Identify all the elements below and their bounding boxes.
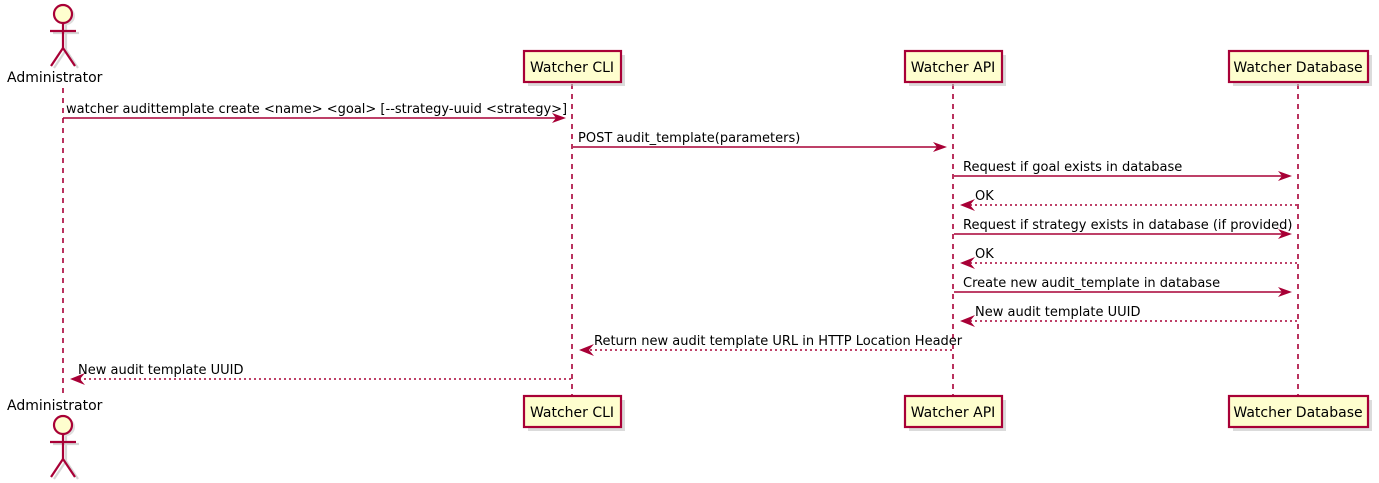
message-6-arrowhead xyxy=(960,257,975,269)
message-6: OK xyxy=(960,247,1297,269)
participant-label-watcher-cli-top: Watcher CLI xyxy=(530,60,614,76)
actor-administrator-top[interactable]: Administrator xyxy=(7,3,103,86)
message-5: Request if strategy exists in database (… xyxy=(954,218,1292,239)
participant-label-watcher-api-bottom: Watcher API xyxy=(911,405,996,421)
message-2-label: POST audit_template(parameters) xyxy=(578,131,800,146)
message-1-arrowhead xyxy=(552,113,566,123)
message-2-arrowhead xyxy=(933,142,947,152)
message-8: New audit template UUID xyxy=(960,305,1297,327)
message-6-label: OK xyxy=(975,247,994,262)
message-8-label: New audit template UUID xyxy=(975,305,1140,320)
participant-box-watcher-api-bottom[interactable] xyxy=(903,394,1004,429)
message-7-arrowhead xyxy=(1278,287,1292,297)
participant-box-watcher-cli-top[interactable] xyxy=(522,49,623,84)
actor-right-leg-line xyxy=(62,47,76,67)
lifelines xyxy=(62,84,1299,396)
actor-label-administrator-top: Administrator xyxy=(7,70,103,86)
message-4-label: OK xyxy=(975,189,994,204)
actor-left-leg-line-bottom xyxy=(50,458,64,478)
message-5-arrowhead xyxy=(1278,229,1292,239)
participant-label-watcher-database-bottom: Watcher Database xyxy=(1233,405,1362,421)
message-1-label: watcher audittemplate create <name> <goa… xyxy=(66,102,567,117)
participant-box-watcher-api-top[interactable] xyxy=(903,49,1004,84)
participant-label-watcher-cli-bottom: Watcher CLI xyxy=(530,405,614,421)
participant-box-watcher-database-top[interactable] xyxy=(1227,49,1370,84)
participant-watcher-cli-bottom[interactable]: Watcher CLI xyxy=(522,394,625,431)
actor-label-administrator-bottom: Administrator xyxy=(7,398,103,414)
message-8-arrowhead xyxy=(960,315,975,327)
message-4-arrowhead xyxy=(960,199,975,211)
actor-left-leg-line xyxy=(50,47,64,67)
message-10-arrowhead xyxy=(70,373,85,385)
message-4: OK xyxy=(960,189,1297,211)
participant-watcher-api-top[interactable]: Watcher API xyxy=(903,49,1006,86)
message-3: Request if goal exists in database xyxy=(954,160,1292,181)
message-7: Create new audit_template in database xyxy=(954,276,1292,297)
participant-label-watcher-database-top: Watcher Database xyxy=(1233,60,1362,76)
participant-watcher-database-bottom[interactable]: Watcher Database xyxy=(1227,394,1372,431)
message-7-label: Create new audit_template in database xyxy=(963,276,1220,291)
participant-watcher-database-top[interactable]: Watcher Database xyxy=(1227,49,1372,86)
participant-watcher-cli-top[interactable]: Watcher CLI xyxy=(522,49,625,86)
actor-head-icon xyxy=(52,3,74,25)
message-9: Return new audit template URL in HTTP Lo… xyxy=(579,334,963,356)
message-5-label: Request if strategy exists in database (… xyxy=(963,218,1292,233)
message-3-arrowhead xyxy=(1278,171,1292,181)
participant-box-watcher-cli-bottom[interactable] xyxy=(522,394,623,429)
message-10: New audit template UUID xyxy=(70,363,571,385)
actor-right-leg-line-bottom xyxy=(62,458,76,478)
message-2: POST audit_template(parameters) xyxy=(573,131,947,152)
participant-label-watcher-api-top: Watcher API xyxy=(911,60,996,76)
message-9-arrowhead xyxy=(579,344,594,356)
actor-head-icon-bottom xyxy=(52,414,74,436)
message-1: watcher audittemplate create <name> <goa… xyxy=(63,102,567,123)
message-3-label: Request if goal exists in database xyxy=(963,160,1182,175)
message-9-label: Return new audit template URL in HTTP Lo… xyxy=(594,334,963,349)
message-10-label: New audit template UUID xyxy=(78,363,243,378)
actor-administrator-bottom[interactable]: Administrator xyxy=(7,398,103,480)
participant-box-watcher-database-bottom[interactable] xyxy=(1227,394,1370,429)
participant-watcher-api-bottom[interactable]: Watcher API xyxy=(903,394,1006,431)
